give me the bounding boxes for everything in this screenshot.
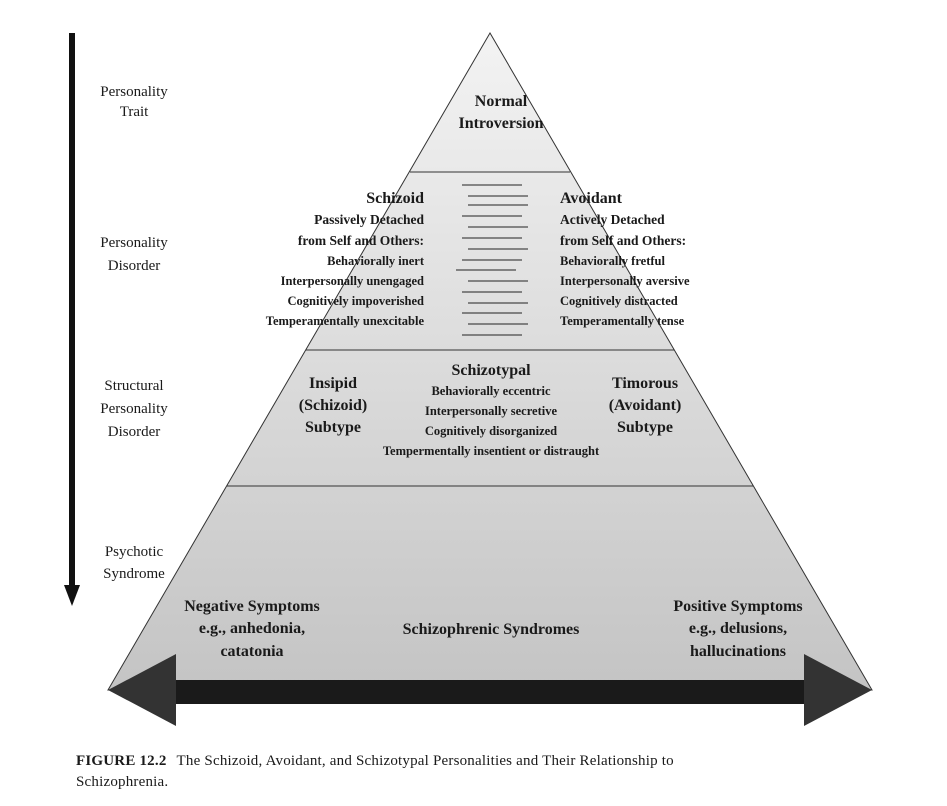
tier-text: (Avoidant) bbox=[609, 397, 682, 414]
caption-text: Schizophrenia. bbox=[76, 774, 168, 790]
tier-text: Subtype bbox=[617, 419, 673, 436]
tier-text: Subtype bbox=[305, 419, 361, 436]
tier-text: catatonia bbox=[220, 643, 283, 660]
tier-text: Insipid bbox=[309, 375, 357, 392]
tier-text: Actively Detached bbox=[560, 212, 665, 227]
tier-text: (Schizoid) bbox=[299, 397, 367, 414]
tier-text: Positive Symptoms bbox=[673, 598, 802, 615]
tier-text: Interpersonally secretive bbox=[425, 404, 557, 418]
schizoid-block: Schizoid Passively Detached from Self an… bbox=[266, 190, 425, 328]
timorous-subtype: Timorous (Avoidant) Subtype bbox=[609, 375, 682, 436]
vertical-severity-arrow bbox=[64, 33, 80, 606]
horizontal-double-arrow bbox=[108, 654, 872, 726]
level-label: Trait bbox=[120, 104, 149, 120]
tier-text: Behaviorally fretful bbox=[560, 254, 665, 268]
tier-text: Tempermentally insentient or distraught bbox=[383, 444, 600, 458]
level-label: Personality bbox=[100, 235, 168, 251]
avoidant-block: Avoidant Actively Detached from Self and… bbox=[560, 190, 690, 328]
tier-text: Passively Detached bbox=[314, 212, 424, 227]
tier-text: Normal bbox=[475, 93, 528, 110]
level-label: Personality bbox=[100, 401, 168, 417]
tier-text: from Self and Others: bbox=[298, 233, 424, 248]
level-label: Structural bbox=[104, 378, 163, 394]
level-label: Disorder bbox=[108, 258, 161, 274]
tier-text: Behaviorally inert bbox=[327, 254, 425, 268]
tier-text: Interpersonally unengaged bbox=[281, 274, 424, 288]
level-label: Personality bbox=[100, 84, 168, 100]
tier-text: Cognitively distracted bbox=[560, 294, 678, 308]
tier-text: e.g., delusions, bbox=[689, 620, 787, 637]
level-label: Psychotic bbox=[105, 544, 164, 560]
tier-text: Schizoid bbox=[366, 190, 424, 207]
tier-text: Timorous bbox=[612, 375, 678, 392]
tier-text: Temperamentally unexcitable bbox=[266, 314, 425, 328]
caption-label: FIGURE 12.2 bbox=[76, 753, 167, 769]
insipid-subtype: Insipid (Schizoid) Subtype bbox=[299, 375, 367, 436]
level-labels: Personality Trait Personality Disorder S… bbox=[100, 84, 168, 582]
level-label: Syndrome bbox=[103, 566, 165, 582]
tier-text: Schizotypal bbox=[451, 362, 531, 379]
positive-symptoms: Positive Symptoms e.g., delusions, hallu… bbox=[673, 598, 802, 660]
schizophrenic-syndromes: Schizophrenic Syndromes bbox=[403, 621, 580, 638]
tier-text: Cognitively impoverished bbox=[288, 294, 425, 308]
tier-text: Behaviorally eccentric bbox=[431, 384, 551, 398]
tier-text: Avoidant bbox=[560, 190, 623, 207]
negative-symptoms: Negative Symptoms e.g., anhedonia, catat… bbox=[184, 598, 320, 660]
tier-text: e.g., anhedonia, bbox=[199, 620, 305, 637]
tier-text: Negative Symptoms bbox=[184, 598, 320, 615]
tier-text: hallucinations bbox=[690, 643, 786, 660]
level-label: Disorder bbox=[108, 424, 161, 440]
schizotypal-block: Schizotypal Behaviorally eccentric Inter… bbox=[383, 362, 600, 458]
separator-lines bbox=[456, 184, 528, 336]
caption-text: The Schizoid, Avoidant, and Schizotypal … bbox=[177, 753, 674, 769]
tier-text: Interpersonally aversive bbox=[560, 274, 690, 288]
tier-text: Cognitively disorganized bbox=[425, 424, 557, 438]
tier-normal-introversion: Normal Introversion bbox=[458, 93, 543, 132]
tier-text: from Self and Others: bbox=[560, 233, 686, 248]
figure-caption: FIGURE 12.2 The Schizoid, Avoidant, and S… bbox=[76, 753, 674, 790]
tier-text: Temperamentally tense bbox=[560, 314, 685, 328]
tier-text: Introversion bbox=[458, 115, 543, 132]
